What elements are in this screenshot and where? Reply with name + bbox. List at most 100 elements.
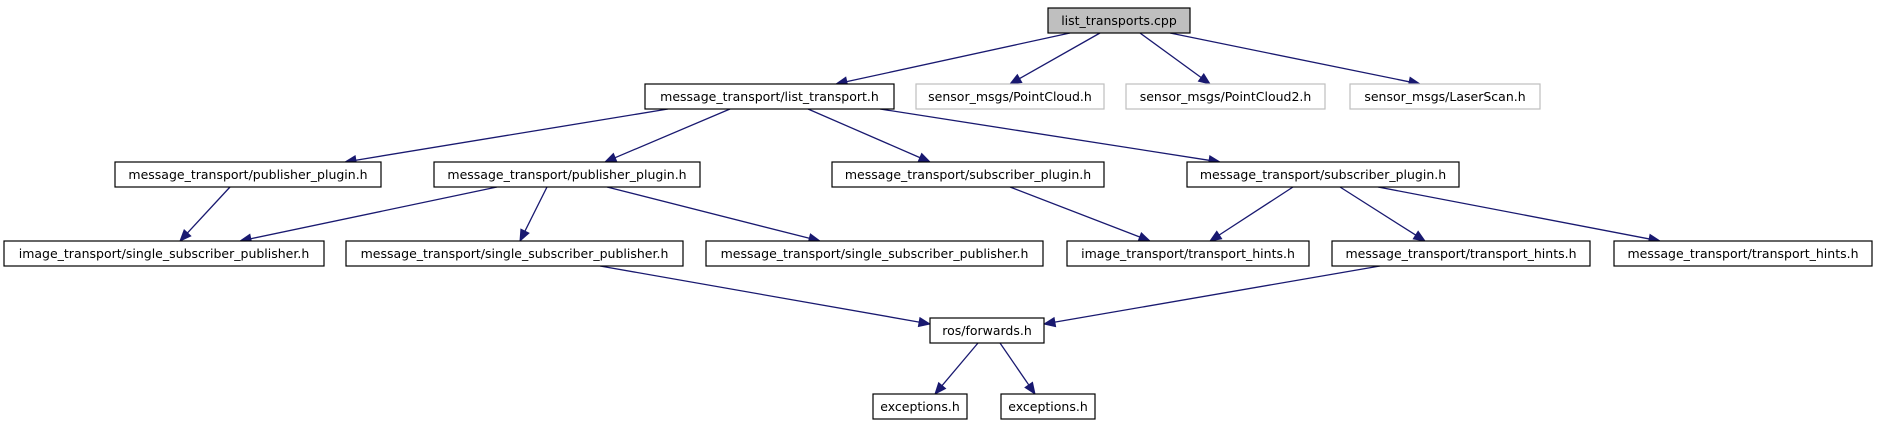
node-box [872,393,968,420]
node-label: exceptions.h [880,399,960,414]
graph-node-mt-hints-1[interactable]: message_transport/transport_hints.h [1331,240,1591,267]
graph-node-list-transports[interactable]: list_transports.cpp [1047,7,1191,34]
node-box [1047,7,1191,34]
node-label: sensor_msgs/PointCloud.h [928,89,1092,104]
graph-node-it-hints[interactable]: image_transport/transport_hints.h [1066,240,1310,267]
graph-edge-mt-list-transport-to-sub-plugin-1 [807,108,932,163]
arrowhead-icon [1024,381,1036,396]
node-box [433,161,701,188]
arrowhead-icon [1042,316,1057,328]
node-label: message_transport/publisher_plugin.h [128,167,367,182]
edge-line [1019,32,1101,80]
node-label: image_transport/single_subscriber_publis… [19,246,310,261]
graph-node-sub-plugin-2[interactable]: message_transport/subscriber_plugin.h [1186,161,1460,188]
graph-node-sm-pointcloud2[interactable]: sensor_msgs/PointCloud2.h [1125,83,1326,110]
node-box [1066,240,1310,267]
edge-line [1339,186,1417,236]
graph-node-pub-plugin-2[interactable]: message_transport/publisher_plugin.h [433,161,701,188]
edge-line [1054,265,1381,323]
node-box [345,240,684,267]
node-box [1000,393,1096,420]
edge-line [1009,186,1140,238]
arrowhead-icon [179,228,192,242]
arrowhead-icon [1208,230,1223,242]
graph-node-mt-ssp-1[interactable]: message_transport/single_subscriber_publ… [345,240,684,267]
node-box [114,161,382,188]
edge-line [941,342,979,387]
arrowhead-icon [934,381,947,396]
graph-node-ros-forwards[interactable]: ros/forwards.h [929,317,1045,344]
node-label: message_transport/subscriber_plugin.h [845,167,1091,182]
node-label: message_transport/list_transport.h [660,89,879,104]
node-box [1125,83,1326,110]
node-label: message_transport/transport_hints.h [1345,246,1576,261]
arrowhead-icon [1137,231,1152,242]
graph-node-mt-ssp-2[interactable]: message_transport/single_subscriber_publ… [705,240,1044,267]
node-box [1613,240,1873,267]
node-box [1349,83,1541,110]
edge-line [524,186,548,232]
node-box [3,240,325,267]
graph-edge-mt-ssp-1-to-ros-forwards [599,265,932,328]
arrowhead-icon [917,152,932,163]
graph-edge-mt-hints-1-to-ros-forwards [1042,265,1381,328]
graph-edge-sub-plugin-1-to-it-hints [1009,186,1152,242]
graph-node-pub-plugin-1[interactable]: message_transport/publisher_plugin.h [114,161,382,188]
graph-edge-sub-plugin-2-to-mt-hints-1 [1339,186,1427,242]
arrowhead-icon [1008,73,1023,85]
graph-edge-ros-forwards-to-exceptions-1 [934,342,979,396]
graph-node-sub-plugin-1[interactable]: message_transport/subscriber_plugin.h [831,161,1105,188]
node-box [705,240,1044,267]
graph-edge-pub-plugin-2-to-mt-ssp-2 [606,186,822,244]
node-label: exceptions.h [1008,399,1088,414]
edge-line [1377,186,1650,240]
node-box [831,161,1105,188]
node-label: message_transport/publisher_plugin.h [447,167,686,182]
graph-node-it-ssp[interactable]: image_transport/single_subscriber_publis… [3,240,325,267]
graph-node-mt-hints-2[interactable]: message_transport/transport_hints.h [1613,240,1873,267]
arrowhead-icon [603,152,618,163]
graph-edge-list-transports-to-sm-laserscan [1169,32,1422,87]
graph-edge-pub-plugin-2-to-mt-ssp-1 [519,186,548,243]
node-label: sensor_msgs/LaserScan.h [1364,89,1525,104]
node-label: list_transports.cpp [1061,13,1177,28]
graph-edge-pub-plugin-2-to-it-ssp [238,186,498,244]
edge-line [1218,186,1294,236]
graph-edge-ros-forwards-to-exceptions-2 [999,342,1036,396]
node-label: image_transport/transport_hints.h [1081,246,1295,261]
edge-line [846,32,1071,83]
node-label: message_transport/single_subscriber_publ… [721,246,1029,261]
edge-line [807,108,921,159]
graph-node-exceptions-2[interactable]: exceptions.h [1000,393,1096,420]
node-box [1186,161,1460,188]
node-label: message_transport/single_subscriber_publ… [361,246,669,261]
arrowhead-icon [519,228,530,243]
graph-node-sm-laserscan[interactable]: sensor_msgs/LaserScan.h [1349,83,1541,110]
node-label: sensor_msgs/PointCloud2.h [1140,89,1312,104]
edge-line [606,186,810,239]
node-label: message_transport/transport_hints.h [1627,246,1858,261]
graph-edge-list-transports-to-mt-list-transport [834,32,1071,87]
arrowhead-icon [1412,230,1427,242]
arrowhead-icon [917,316,932,328]
node-box [1331,240,1591,267]
node-box [929,317,1045,344]
edge-line [599,265,920,323]
graph-edge-mt-list-transport-to-pub-plugin-2 [603,108,731,163]
nodes-layer: list_transports.cpp message_transport/lis… [3,7,1873,420]
graph-edge-mt-list-transport-to-sub-plugin-2 [879,108,1222,166]
node-box [915,83,1105,110]
edge-line [999,342,1030,386]
edge-line [186,186,231,234]
node-label: message_transport/subscriber_plugin.h [1200,167,1446,182]
graph-edge-list-transports-to-sm-pointcloud2 [1139,32,1212,85]
edge-line [879,108,1210,161]
graph-edge-pub-plugin-1-to-it-ssp [179,186,231,242]
edge-line [355,108,669,161]
graph-node-exceptions-1[interactable]: exceptions.h [872,393,968,420]
graph-node-sm-pointcloud[interactable]: sensor_msgs/PointCloud.h [915,83,1105,110]
edge-line [1169,32,1410,83]
edge-line [250,186,498,240]
graph-node-mt-list-transport[interactable]: message_transport/list_transport.h [644,83,895,110]
